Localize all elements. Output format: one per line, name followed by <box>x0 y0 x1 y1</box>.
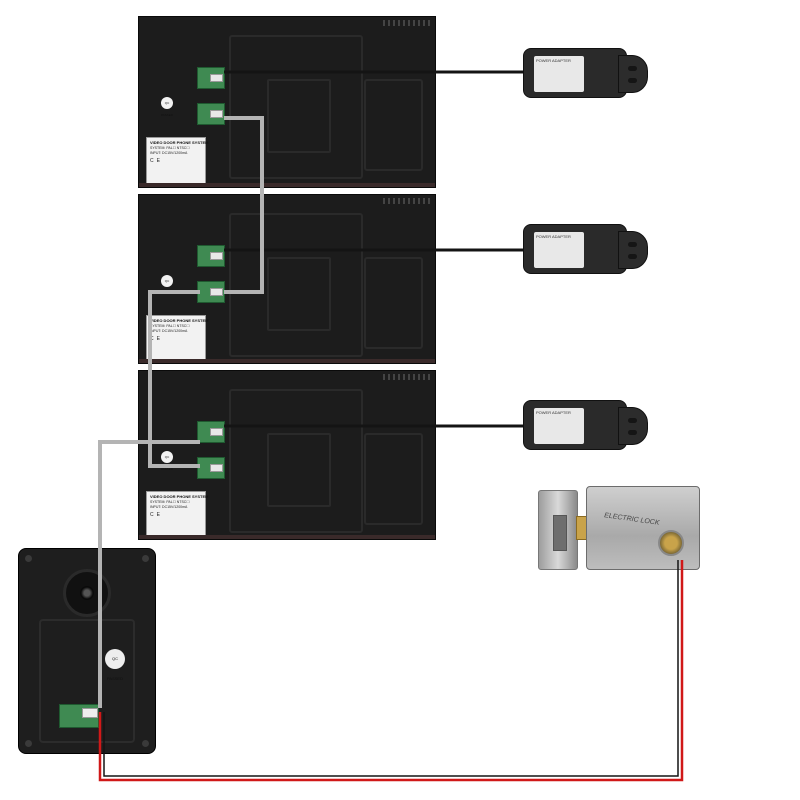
adapter-label: POWER ADAPTER <box>534 56 584 92</box>
power-adapter-3: POWER ADAPTER <box>523 400 648 450</box>
monitor-bracket <box>267 79 331 153</box>
outdoor-back-panel <box>39 619 135 743</box>
power-adapter-2: POWER ADAPTER <box>523 224 648 274</box>
indoor-monitor-2: QC PASSED VIDEO DOOR PHONE SYSTEM SYSTEM… <box>138 194 436 364</box>
plug-icon <box>618 231 648 269</box>
lock-wire-return <box>103 560 679 777</box>
qc-sticker: QC PASSED <box>161 97 173 117</box>
monitor-ridge <box>383 374 431 380</box>
indoor-monitor-1: QC PASSED VIDEO DOOR PHONE SYSTEM SYSTEM… <box>138 16 436 188</box>
lock-strike-plate <box>538 490 578 570</box>
connector-board-power <box>197 245 225 267</box>
plug-icon <box>618 407 648 445</box>
rating-label: VIDEO DOOR PHONE SYSTEM SYSTEM: PAL☐ NTS… <box>146 137 208 185</box>
monitor-back-panel <box>229 389 363 533</box>
adapter-label: POWER ADAPTER <box>534 408 584 444</box>
rating-label: VIDEO DOOR PHONE SYSTEM SYSTEM: PAL☐ NTS… <box>146 315 208 363</box>
adapter-label: POWER ADAPTER <box>534 232 584 268</box>
signal-cable-outdoor <box>98 440 200 708</box>
ce-mark: CE <box>150 158 163 164</box>
monitor-ridge <box>383 20 431 26</box>
connector-board-power <box>197 67 225 89</box>
monitor-back-panel <box>229 35 363 179</box>
electric-lock: ELECTRIC LOCK <box>538 486 700 570</box>
monitor-ridge <box>383 198 431 204</box>
outdoor-camera-unit: QC PASSED <box>18 548 156 754</box>
monitor-speaker-grille <box>364 433 423 525</box>
lock-body <box>586 486 700 570</box>
qc-sticker: QC PASSED <box>161 451 173 471</box>
plug-icon <box>618 55 648 93</box>
connector-board-signal <box>197 103 225 125</box>
qc-sticker: QC PASSED <box>105 649 125 681</box>
connector-board-power <box>197 421 225 443</box>
indoor-monitor-3: QC PASSED VIDEO DOOR PHONE SYSTEM SYSTEM… <box>138 370 436 540</box>
lock-wire <box>98 560 684 782</box>
signal-cable-2-3 <box>148 290 200 468</box>
outdoor-connector-board <box>59 704 99 728</box>
monitor-speaker-grille <box>364 79 423 171</box>
rating-label: VIDEO DOOR PHONE SYSTEM SYSTEM: PAL☐ NTS… <box>146 491 208 539</box>
camera-icon <box>63 569 111 617</box>
signal-cable-1-2 <box>224 116 264 294</box>
monitor-bracket <box>267 433 331 507</box>
ce-mark: CE <box>150 512 163 518</box>
key-cylinder-icon <box>658 530 684 556</box>
power-adapter-1: POWER ADAPTER <box>523 48 648 98</box>
monitor-bracket <box>267 257 331 331</box>
ce-mark: CE <box>150 336 163 342</box>
monitor-back-panel <box>229 213 363 357</box>
monitor-speaker-grille <box>364 257 423 349</box>
